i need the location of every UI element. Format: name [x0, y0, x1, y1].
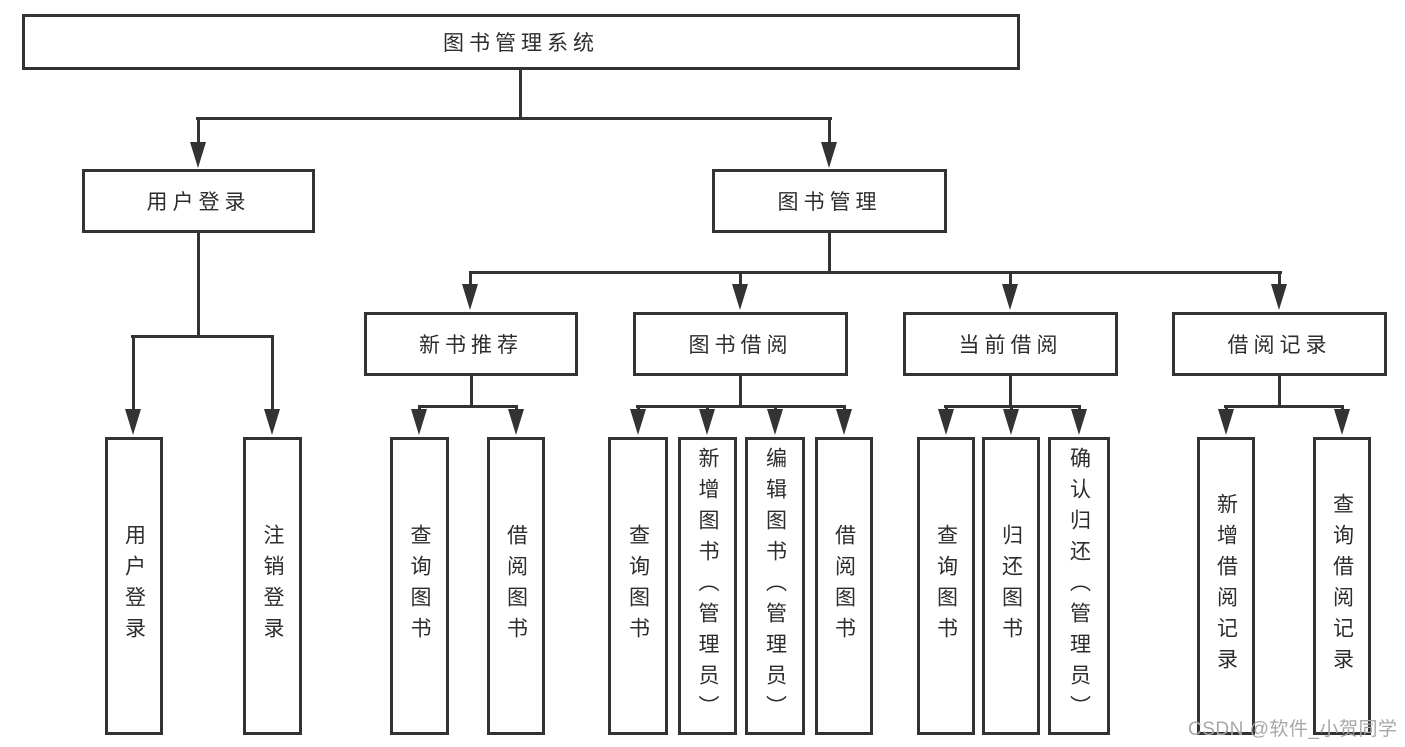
node-label: 借阅图书 [832, 524, 856, 648]
arrow-down-icon [1218, 409, 1234, 435]
node-borrowing-records: 借阅记录 [1172, 312, 1387, 376]
connector-vline [271, 335, 274, 420]
leaf-user-login: 用户登录 [105, 437, 163, 735]
connector-hline [418, 405, 518, 408]
connector-hline [131, 335, 274, 338]
node-label: 图书借阅 [688, 334, 793, 357]
node-label: 编辑图书（管理员） [763, 446, 787, 726]
node-label: 归还图书 [999, 524, 1023, 648]
node-label: 当前借阅 [958, 334, 1063, 357]
node-user-login: 用户登录 [82, 169, 315, 233]
node-label: 新书推荐 [419, 334, 523, 357]
connector-vline [470, 376, 473, 407]
connector-vline [828, 233, 831, 273]
node-library-management-system: 图书管理系统 [22, 14, 1020, 70]
arrow-down-icon [125, 409, 141, 435]
node-new-book-recommendation: 新书推荐 [364, 312, 578, 376]
connector-vline [828, 117, 831, 151]
arrow-down-icon [1002, 284, 1018, 310]
arrow-down-icon [836, 409, 852, 435]
node-book-borrowing: 图书借阅 [633, 312, 848, 376]
arrow-down-icon [1334, 409, 1350, 435]
arrow-down-icon [699, 409, 715, 435]
arrow-down-icon [630, 409, 646, 435]
node-label: 确认归还（管理员） [1067, 446, 1091, 726]
connector-vline [1009, 271, 1012, 290]
arrow-down-icon [767, 409, 783, 435]
leaf-return-books: 归还图书 [982, 437, 1040, 735]
connector-hline [469, 271, 1282, 274]
leaf-query-borrow-record: 查询借阅记录 [1313, 437, 1371, 735]
connector-vline [519, 70, 522, 119]
connector-vline [1278, 376, 1281, 407]
arrow-down-icon [508, 409, 524, 435]
node-label: 图书管理系统 [443, 32, 599, 55]
node-label: 用户登录 [146, 191, 251, 214]
node-label: 用户登录 [122, 524, 146, 648]
arrow-down-icon [1271, 284, 1287, 310]
connector-vline [469, 271, 472, 290]
arrow-down-icon [1071, 409, 1087, 435]
node-label: 注销登录 [261, 524, 284, 648]
connector-hline [1224, 405, 1344, 408]
connector-vline [739, 376, 742, 407]
node-label: 借阅图书 [504, 524, 528, 648]
leaf-query-books-borrowing: 查询图书 [608, 437, 668, 735]
node-label: 查询图书 [626, 524, 650, 648]
node-current-borrowing: 当前借阅 [903, 312, 1118, 376]
connector-vline [739, 271, 742, 290]
node-book-management: 图书管理 [712, 169, 947, 233]
leaf-confirm-return-admin: 确认归还（管理员） [1048, 437, 1110, 735]
connector-vline [1278, 271, 1281, 290]
arrow-down-icon [190, 142, 206, 168]
node-label: 新增图书（管理员） [696, 446, 719, 726]
arrow-down-icon [938, 409, 954, 435]
leaf-borrow-books-recommend: 借阅图书 [487, 437, 545, 735]
connector-vline [1009, 376, 1012, 407]
node-label: 借阅记录 [1227, 334, 1332, 357]
arrow-down-icon [732, 284, 748, 310]
connector-hline [636, 405, 846, 408]
node-label: 新增借阅记录 [1214, 493, 1238, 679]
connector-vline [197, 117, 200, 151]
leaf-add-borrow-record: 新增借阅记录 [1197, 437, 1255, 735]
arrow-down-icon [462, 284, 478, 310]
leaf-borrow-books-borrowing: 借阅图书 [815, 437, 873, 735]
connector-vline [132, 335, 135, 420]
node-label: 查询图书 [408, 524, 431, 648]
arrow-down-icon [821, 142, 837, 168]
node-label: 查询借阅记录 [1330, 493, 1354, 679]
leaf-edit-book-admin: 编辑图书（管理员） [745, 437, 805, 735]
connector-hline [196, 117, 832, 120]
leaf-logout: 注销登录 [243, 437, 302, 735]
node-label: 查询图书 [934, 524, 958, 648]
leaf-add-book-admin: 新增图书（管理员） [678, 437, 737, 735]
node-label: 图书管理 [777, 191, 882, 214]
arrow-down-icon [1003, 409, 1019, 435]
watermark-text: CSDN @软件_小贺同学 [1188, 719, 1398, 740]
leaf-query-books-current: 查询图书 [917, 437, 975, 735]
arrow-down-icon [264, 409, 280, 435]
arrow-down-icon [411, 409, 427, 435]
connector-vline [197, 233, 200, 337]
leaf-query-books-recommend: 查询图书 [390, 437, 449, 735]
